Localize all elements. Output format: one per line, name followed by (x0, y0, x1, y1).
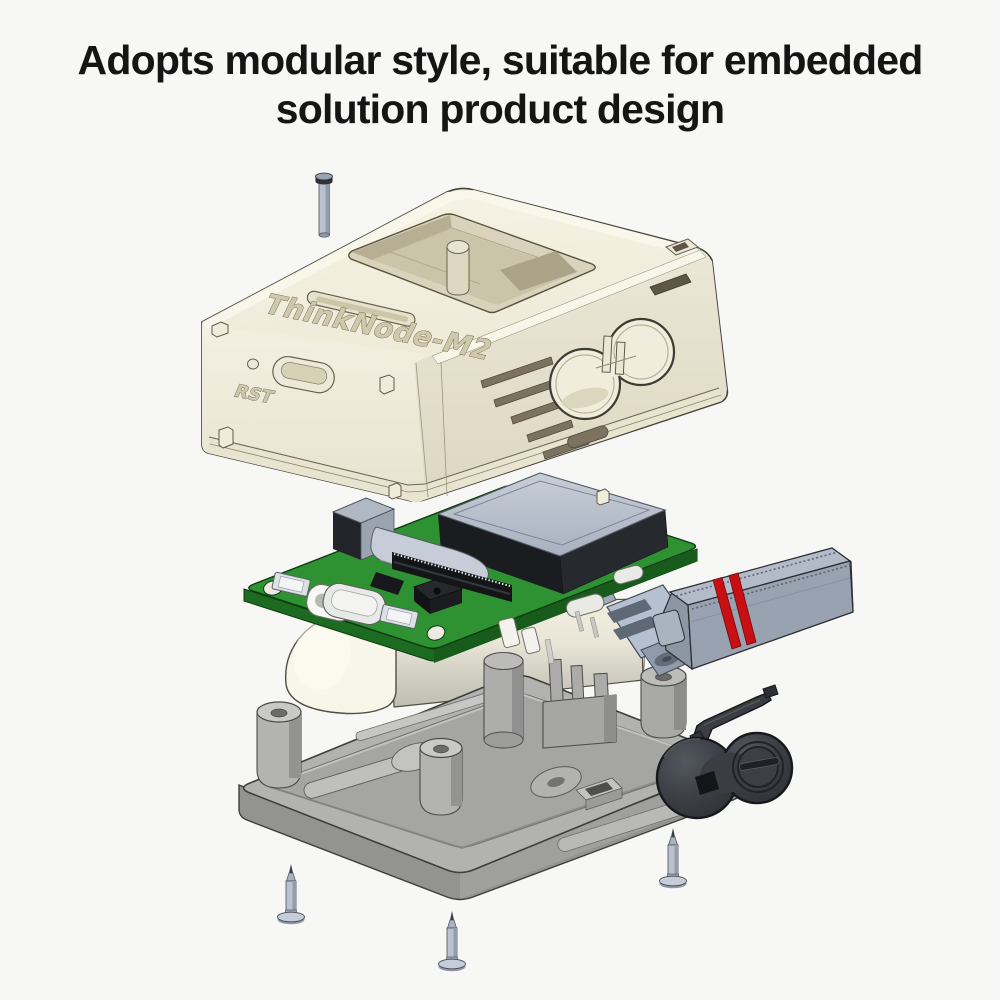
cover-square-hole (695, 771, 719, 795)
antenna-cutout (548, 317, 676, 421)
display-opening (348, 213, 596, 314)
top-case: ThinkNode-M2 RST (201, 187, 729, 506)
support-pillar (483, 651, 524, 749)
case-clip (388, 482, 402, 500)
corner-notch (664, 238, 700, 256)
floor-clip (575, 777, 623, 811)
rubber-cover (655, 684, 794, 820)
antenna-module (652, 547, 854, 671)
case-clips (211, 321, 610, 506)
speaker-slot (306, 290, 416, 327)
case-clip (596, 488, 610, 506)
vent-slots (480, 356, 609, 460)
page-title: Adopts modular style, suitable for embed… (0, 36, 1000, 134)
case-clip (218, 426, 234, 449)
antenna-band (728, 572, 757, 646)
board-connector (392, 552, 512, 602)
antenna-front-face (687, 560, 854, 670)
led-hole (247, 358, 259, 370)
title-line-2: solution product design (275, 86, 725, 133)
vent-slot (567, 425, 609, 449)
standoff (640, 665, 687, 739)
side-switch (565, 593, 605, 618)
tact-switch-left (271, 571, 311, 597)
usb-c-port (306, 582, 386, 626)
vent-slot (480, 356, 554, 389)
pcb-under-tab (498, 617, 521, 649)
screw-bottom-right (659, 828, 687, 889)
title-line-1: Adopts modular style, suitable for embed… (77, 37, 924, 83)
reset-button-slot (272, 355, 335, 394)
side-switch (613, 564, 644, 585)
antenna-band (712, 577, 742, 650)
ic-chip (370, 572, 404, 595)
corner-slot (649, 273, 692, 296)
case-clip (379, 374, 395, 395)
pcb-under-tab (521, 626, 541, 655)
vent-slot (526, 419, 574, 443)
snap-clip-tower (542, 658, 617, 749)
tact-switch-right (379, 604, 419, 629)
standoff (256, 701, 302, 789)
screw-top (315, 172, 333, 238)
cover-screw-slot (732, 741, 784, 793)
standoff (419, 737, 463, 816)
screw-bottom-center (438, 911, 466, 972)
screw-bottom-left (277, 864, 305, 925)
case-clip (211, 321, 229, 338)
pcb-hole (426, 625, 446, 641)
